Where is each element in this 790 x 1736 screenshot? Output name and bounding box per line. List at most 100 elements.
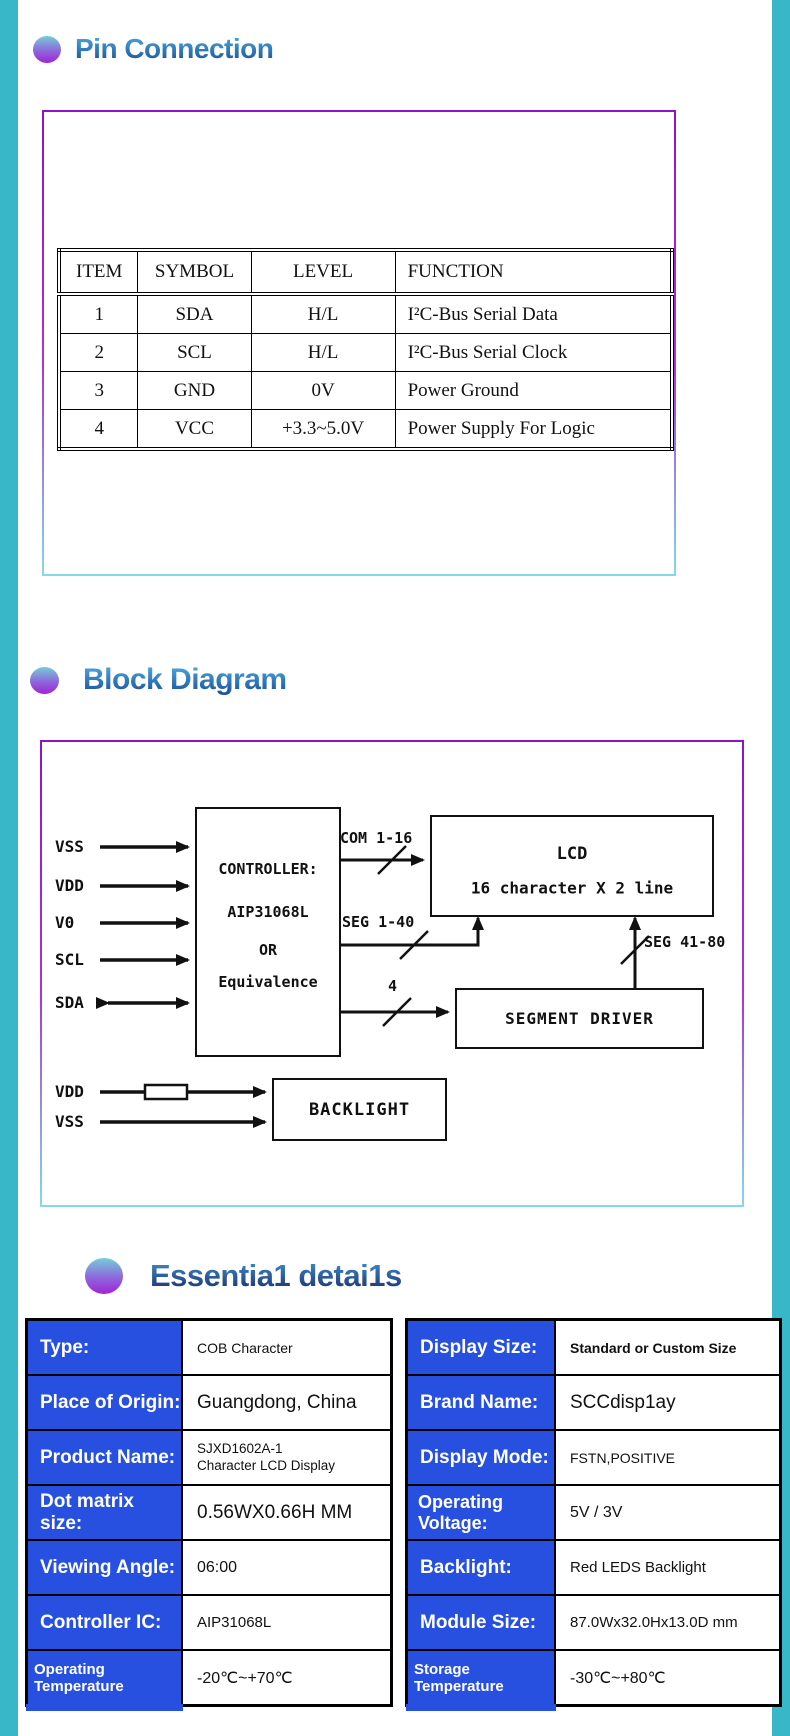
cell-item: 3 xyxy=(58,371,139,410)
section-bullet-icon xyxy=(33,36,61,63)
bus-label-four: 4 xyxy=(388,977,398,995)
spec-value: COB Character xyxy=(181,1318,393,1376)
cell-level: H/L xyxy=(250,293,396,334)
pin-label-v0: V0 xyxy=(55,913,75,932)
lcd-box: LCD 16 character X 2 line xyxy=(430,815,714,917)
pin-arrows xyxy=(96,841,190,1009)
bus-slash-marks xyxy=(377,845,650,1027)
controller-line: CONTROLLER: xyxy=(218,860,318,878)
diagram-wires xyxy=(96,841,650,1128)
cell-item: 1 xyxy=(58,293,139,334)
resistor-symbol xyxy=(143,1083,189,1101)
cell-function: Power Supply For Logic xyxy=(394,409,673,450)
spec-value: 5V / 3V xyxy=(554,1484,782,1541)
bus-lines xyxy=(337,854,641,1018)
controller-line: Equivalence xyxy=(218,973,318,991)
cell-item: 4 xyxy=(58,409,139,450)
lcd-subtitle: 16 character X 2 line xyxy=(470,878,674,898)
power-label-vdd: VDD xyxy=(55,1082,84,1101)
spec-row: Backlight: Red LEDS Backlight xyxy=(405,1539,782,1596)
spec-row: Operating Temperature -20℃~+70℃ xyxy=(25,1649,393,1712)
spec-row: Dot matrix size: 0.56WX0.66H MM xyxy=(25,1484,393,1541)
spec-value: SJXD1602A-1 Character LCD Display xyxy=(181,1429,393,1486)
spec-value: Standard or Custom Size xyxy=(554,1318,782,1376)
pin-label-vss: VSS xyxy=(55,837,84,856)
pin-table-row: 1 SDA H/L I²C-Bus Serial Data xyxy=(58,293,673,334)
spec-row: Viewing Angle: 06:00 xyxy=(25,1539,393,1596)
spec-tables: Type: COB Character Place of Origin: Gua… xyxy=(25,1318,782,1712)
pin-table-header-level: LEVEL xyxy=(250,249,396,296)
cell-item: 2 xyxy=(58,333,139,372)
pin-table-header-item: ITEM xyxy=(58,249,139,296)
spec-label: Place of Origin: xyxy=(25,1374,183,1431)
block-diagram: VSS VDD V0 SCL SDA CONTROLLER: AIP31068L… xyxy=(40,740,740,1203)
section-title-pin-connection: Pin Connection xyxy=(75,33,274,64)
pin-label-sda: SDA xyxy=(55,993,84,1012)
spec-value: -30℃~+80℃ xyxy=(554,1649,782,1707)
pin-table-header-function: FUNCTION xyxy=(394,249,673,296)
spec-label: Operating Voltage: xyxy=(405,1484,556,1541)
spec-value: FSTN,POSITIVE xyxy=(554,1429,782,1486)
cell-symbol: GND xyxy=(137,371,252,410)
spec-label: Display Size: xyxy=(405,1318,556,1376)
power-label-vss: VSS xyxy=(55,1112,84,1131)
spec-row: Product Name: SJXD1602A-1 Character LCD … xyxy=(25,1429,393,1486)
bus-label-seg1: SEG 1-40 xyxy=(342,913,415,931)
spec-value: -20℃~+70℃ xyxy=(181,1649,393,1707)
cell-symbol: SDA xyxy=(137,293,252,334)
pin-table: ITEM SYMBOL LEVEL FUNCTION 1 SDA H/L I²C… xyxy=(57,248,674,451)
spec-row: Operating Voltage: 5V / 3V xyxy=(405,1484,782,1541)
right-edge-strip xyxy=(772,0,790,1736)
spec-label: Module Size: xyxy=(405,1594,556,1651)
cell-level: 0V xyxy=(250,371,396,410)
spec-value: 06:00 xyxy=(181,1539,393,1596)
spec-label: Display Mode: xyxy=(405,1429,556,1486)
left-edge-strip xyxy=(0,0,18,1736)
section-bullet-icon xyxy=(85,1258,123,1294)
spec-value: SCCdisp1ay xyxy=(554,1374,782,1431)
spec-row: Storage Temperature -30℃~+80℃ xyxy=(405,1649,782,1712)
controller-line: AIP31068L xyxy=(227,903,309,921)
lcd-title: LCD xyxy=(556,844,588,864)
spec-value: Guangdong, China xyxy=(181,1374,393,1431)
spec-label: Operating Temperature xyxy=(25,1649,183,1712)
section-title-block-diagram: Block Diagram xyxy=(83,663,287,696)
cell-symbol: SCL xyxy=(137,333,252,372)
spec-label: Storage Temperature xyxy=(405,1649,556,1712)
section-bullet-icon xyxy=(30,667,59,694)
pin-table-header-symbol: SYMBOL xyxy=(137,249,252,296)
spec-table-right: Display Size: Standard or Custom Size Br… xyxy=(405,1318,782,1712)
spec-label: Product Name: xyxy=(25,1429,183,1486)
pin-label-scl: SCL xyxy=(55,950,84,969)
pin-label-vdd: VDD xyxy=(55,876,84,895)
spec-label: Type: xyxy=(25,1318,183,1376)
pin-table-row: 2 SCL H/L I²C-Bus Serial Clock xyxy=(58,333,673,372)
spec-table-left: Type: COB Character Place of Origin: Gua… xyxy=(25,1318,393,1712)
backlight-box: BACKLIGHT xyxy=(272,1078,447,1141)
spec-row: Controller IC: AIP31068L xyxy=(25,1594,393,1651)
cell-function: I²C-Bus Serial Clock xyxy=(394,333,673,372)
spec-label: Backlight: xyxy=(405,1539,556,1596)
cell-function: Power Ground xyxy=(394,371,673,410)
cell-level: H/L xyxy=(250,333,396,372)
spec-label: Controller IC: xyxy=(25,1594,183,1651)
bus-label-seg2: SEG 41-80 xyxy=(644,933,726,951)
cell-symbol: VCC xyxy=(137,409,252,450)
spec-row: Display Mode: FSTN,POSITIVE xyxy=(405,1429,782,1486)
spec-value: Red LEDS Backlight xyxy=(554,1539,782,1596)
spec-label: Dot matrix size: xyxy=(25,1484,183,1541)
cell-function: I²C-Bus Serial Data xyxy=(394,293,673,334)
pin-connection-panel: ITEM SYMBOL LEVEL FUNCTION 1 SDA H/L I²C… xyxy=(42,110,676,576)
spec-row: Type: COB Character xyxy=(25,1318,393,1376)
section-title-essential-details: Essentia1 detai1s xyxy=(150,1258,402,1293)
pin-table-row: 3 GND 0V Power Ground xyxy=(58,371,673,410)
pin-table-header-row: ITEM SYMBOL LEVEL FUNCTION xyxy=(58,249,673,296)
spec-row: Module Size: 87.0Wx32.0Hx13.0D mm xyxy=(405,1594,782,1651)
spec-label: Brand Name: xyxy=(405,1374,556,1431)
spec-label: Viewing Angle: xyxy=(25,1539,183,1596)
pin-table-row: 4 VCC +3.3~5.0V Power Supply For Logic xyxy=(58,409,673,450)
spec-value: 87.0Wx32.0Hx13.0D mm xyxy=(554,1594,782,1651)
bus-label-com: COM 1-16 xyxy=(340,829,413,847)
spec-value: 0.56WX0.66H MM xyxy=(181,1484,393,1541)
